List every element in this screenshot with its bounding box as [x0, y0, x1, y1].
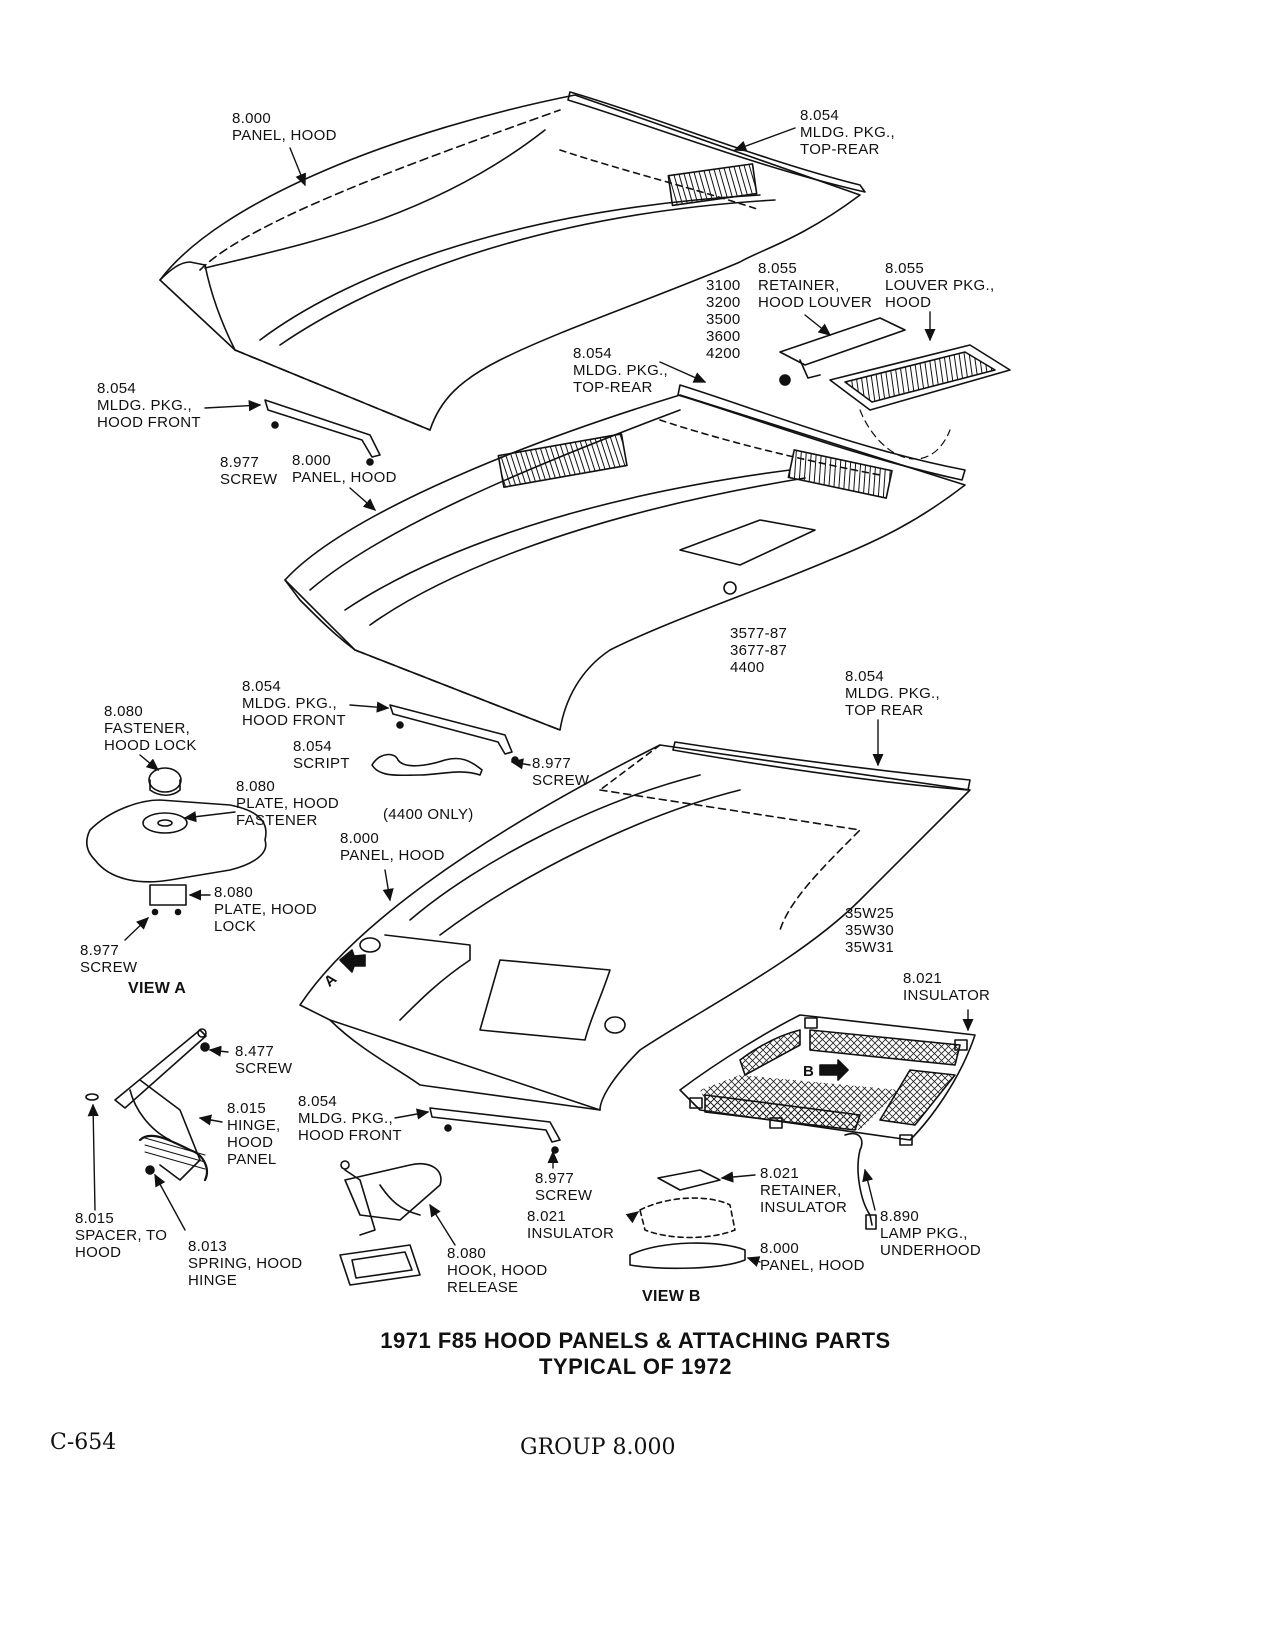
top-rear-moulding-2	[677, 384, 966, 481]
louver-panel	[829, 344, 1011, 411]
label-view-b: VIEW B	[642, 1288, 701, 1305]
label-screw-3: 8.977 SCREW	[80, 942, 138, 976]
label-mldg-top-rear-2: 8.054 MLDG. PKG., TOP-REAR	[573, 345, 668, 396]
diagram-title-line-1: 1971 F85 HOOD PANELS & ATTACHING PARTS	[380, 1328, 891, 1353]
label-4400-only: (4400 ONLY)	[383, 806, 474, 823]
label-models-low: 35W25 35W30 35W31	[845, 905, 895, 956]
label-script: 8.054 SCRIPT	[293, 738, 350, 772]
label-insulator-top: 8.021 INSULATOR	[903, 970, 991, 1004]
hood-front-moulding-2	[389, 704, 513, 755]
label-louver-pkg: 8.055 LOUVER PKG., HOOD	[885, 260, 995, 311]
marker-b: B	[803, 1063, 815, 1080]
view-a-arrow	[339, 949, 366, 973]
hood-hinge-assembly	[85, 1028, 210, 1182]
label-mldg-top-rear-3: 8.054 MLDG. PKG., TOP REAR	[845, 668, 940, 719]
label-lamp-pkg: 8.890 LAMP PKG., UNDERHOOD	[880, 1208, 982, 1259]
louver-retainer	[779, 317, 906, 379]
top-rear-moulding-3	[672, 741, 971, 791]
label-screw-1: 8.977 SCREW	[220, 454, 278, 488]
oldsmobile-script	[371, 753, 483, 777]
label-plate-hood-fastener: 8.080 PLATE, HOOD FASTENER	[236, 778, 340, 829]
label-panel-hood-low: 8.000 PANEL, HOOD	[340, 830, 445, 864]
hood-panel-lower	[299, 744, 971, 1111]
label-fastener-hood-lock: 8.080 FASTENER, HOOD LOCK	[104, 703, 197, 754]
label-screw-5: 8.977 SCREW	[535, 1170, 593, 1204]
label-mldg-top-rear-1: 8.054 MLDG. PKG., TOP-REAR	[800, 107, 895, 158]
label-screw-4: 8.477 SCREW	[235, 1043, 293, 1077]
view-b-arrow	[819, 1059, 849, 1081]
hood-panel-top	[159, 94, 861, 431]
diagram-title-line-2: TYPICAL OF 1972	[539, 1354, 732, 1379]
label-models-mid: 3577-87 3677-87 4400	[730, 625, 788, 676]
top-rear-moulding-1	[567, 91, 866, 193]
label-retainer-hood-louver: 8.055 RETAINER, HOOD LOUVER	[758, 260, 873, 311]
label-spacer: 8.015 SPACER, TO HOOD	[75, 1210, 168, 1261]
hood-panel-middle	[284, 394, 966, 731]
page-number: C-654	[50, 1430, 117, 1455]
label-insulator-b: 8.021 INSULATOR	[527, 1208, 615, 1242]
hood-insulator	[679, 1014, 976, 1146]
label-mldg-hood-front-2: 8.054 MLDG. PKG., HOOD FRONT	[242, 678, 346, 729]
group-number: GROUP 8.000	[520, 1435, 676, 1460]
label-mldg-hood-front-1: 8.054 MLDG. PKG., HOOD FRONT	[97, 380, 201, 431]
label-screw-2: 8.977 SCREW	[532, 755, 590, 789]
label-panel-hood-b: 8.000 PANEL, HOOD	[760, 1240, 865, 1274]
label-plate-hood-lock: 8.080 PLATE, HOOD LOCK	[214, 884, 318, 935]
view-b-assembly	[629, 1169, 746, 1270]
hood-release-hook	[339, 1160, 442, 1286]
label-hook-release: 8.080 HOOK, HOOD RELEASE	[447, 1245, 548, 1296]
label-retainer-insulator: 8.021 RETAINER, INSULATOR	[760, 1165, 848, 1216]
label-panel-hood-top: 8.000 PANEL, HOOD	[232, 110, 337, 144]
label-mldg-hood-front-3: 8.054 MLDG. PKG., HOOD FRONT	[298, 1093, 402, 1144]
label-spring: 8.013 SPRING, HOOD HINGE	[188, 1238, 303, 1289]
view-a-lock-assembly	[85, 767, 267, 916]
label-models-louver: 3100 3200 3500 3600 4200	[706, 277, 741, 362]
label-panel-hood-mid: 8.000 PANEL, HOOD	[292, 452, 397, 486]
hood-front-moulding-1	[264, 399, 381, 458]
label-view-a: VIEW A	[128, 980, 187, 997]
underhood-lamp	[844, 1132, 873, 1226]
hood-front-moulding-3	[429, 1107, 561, 1143]
label-hinge: 8.015 HINGE, HOOD PANEL	[227, 1100, 281, 1168]
